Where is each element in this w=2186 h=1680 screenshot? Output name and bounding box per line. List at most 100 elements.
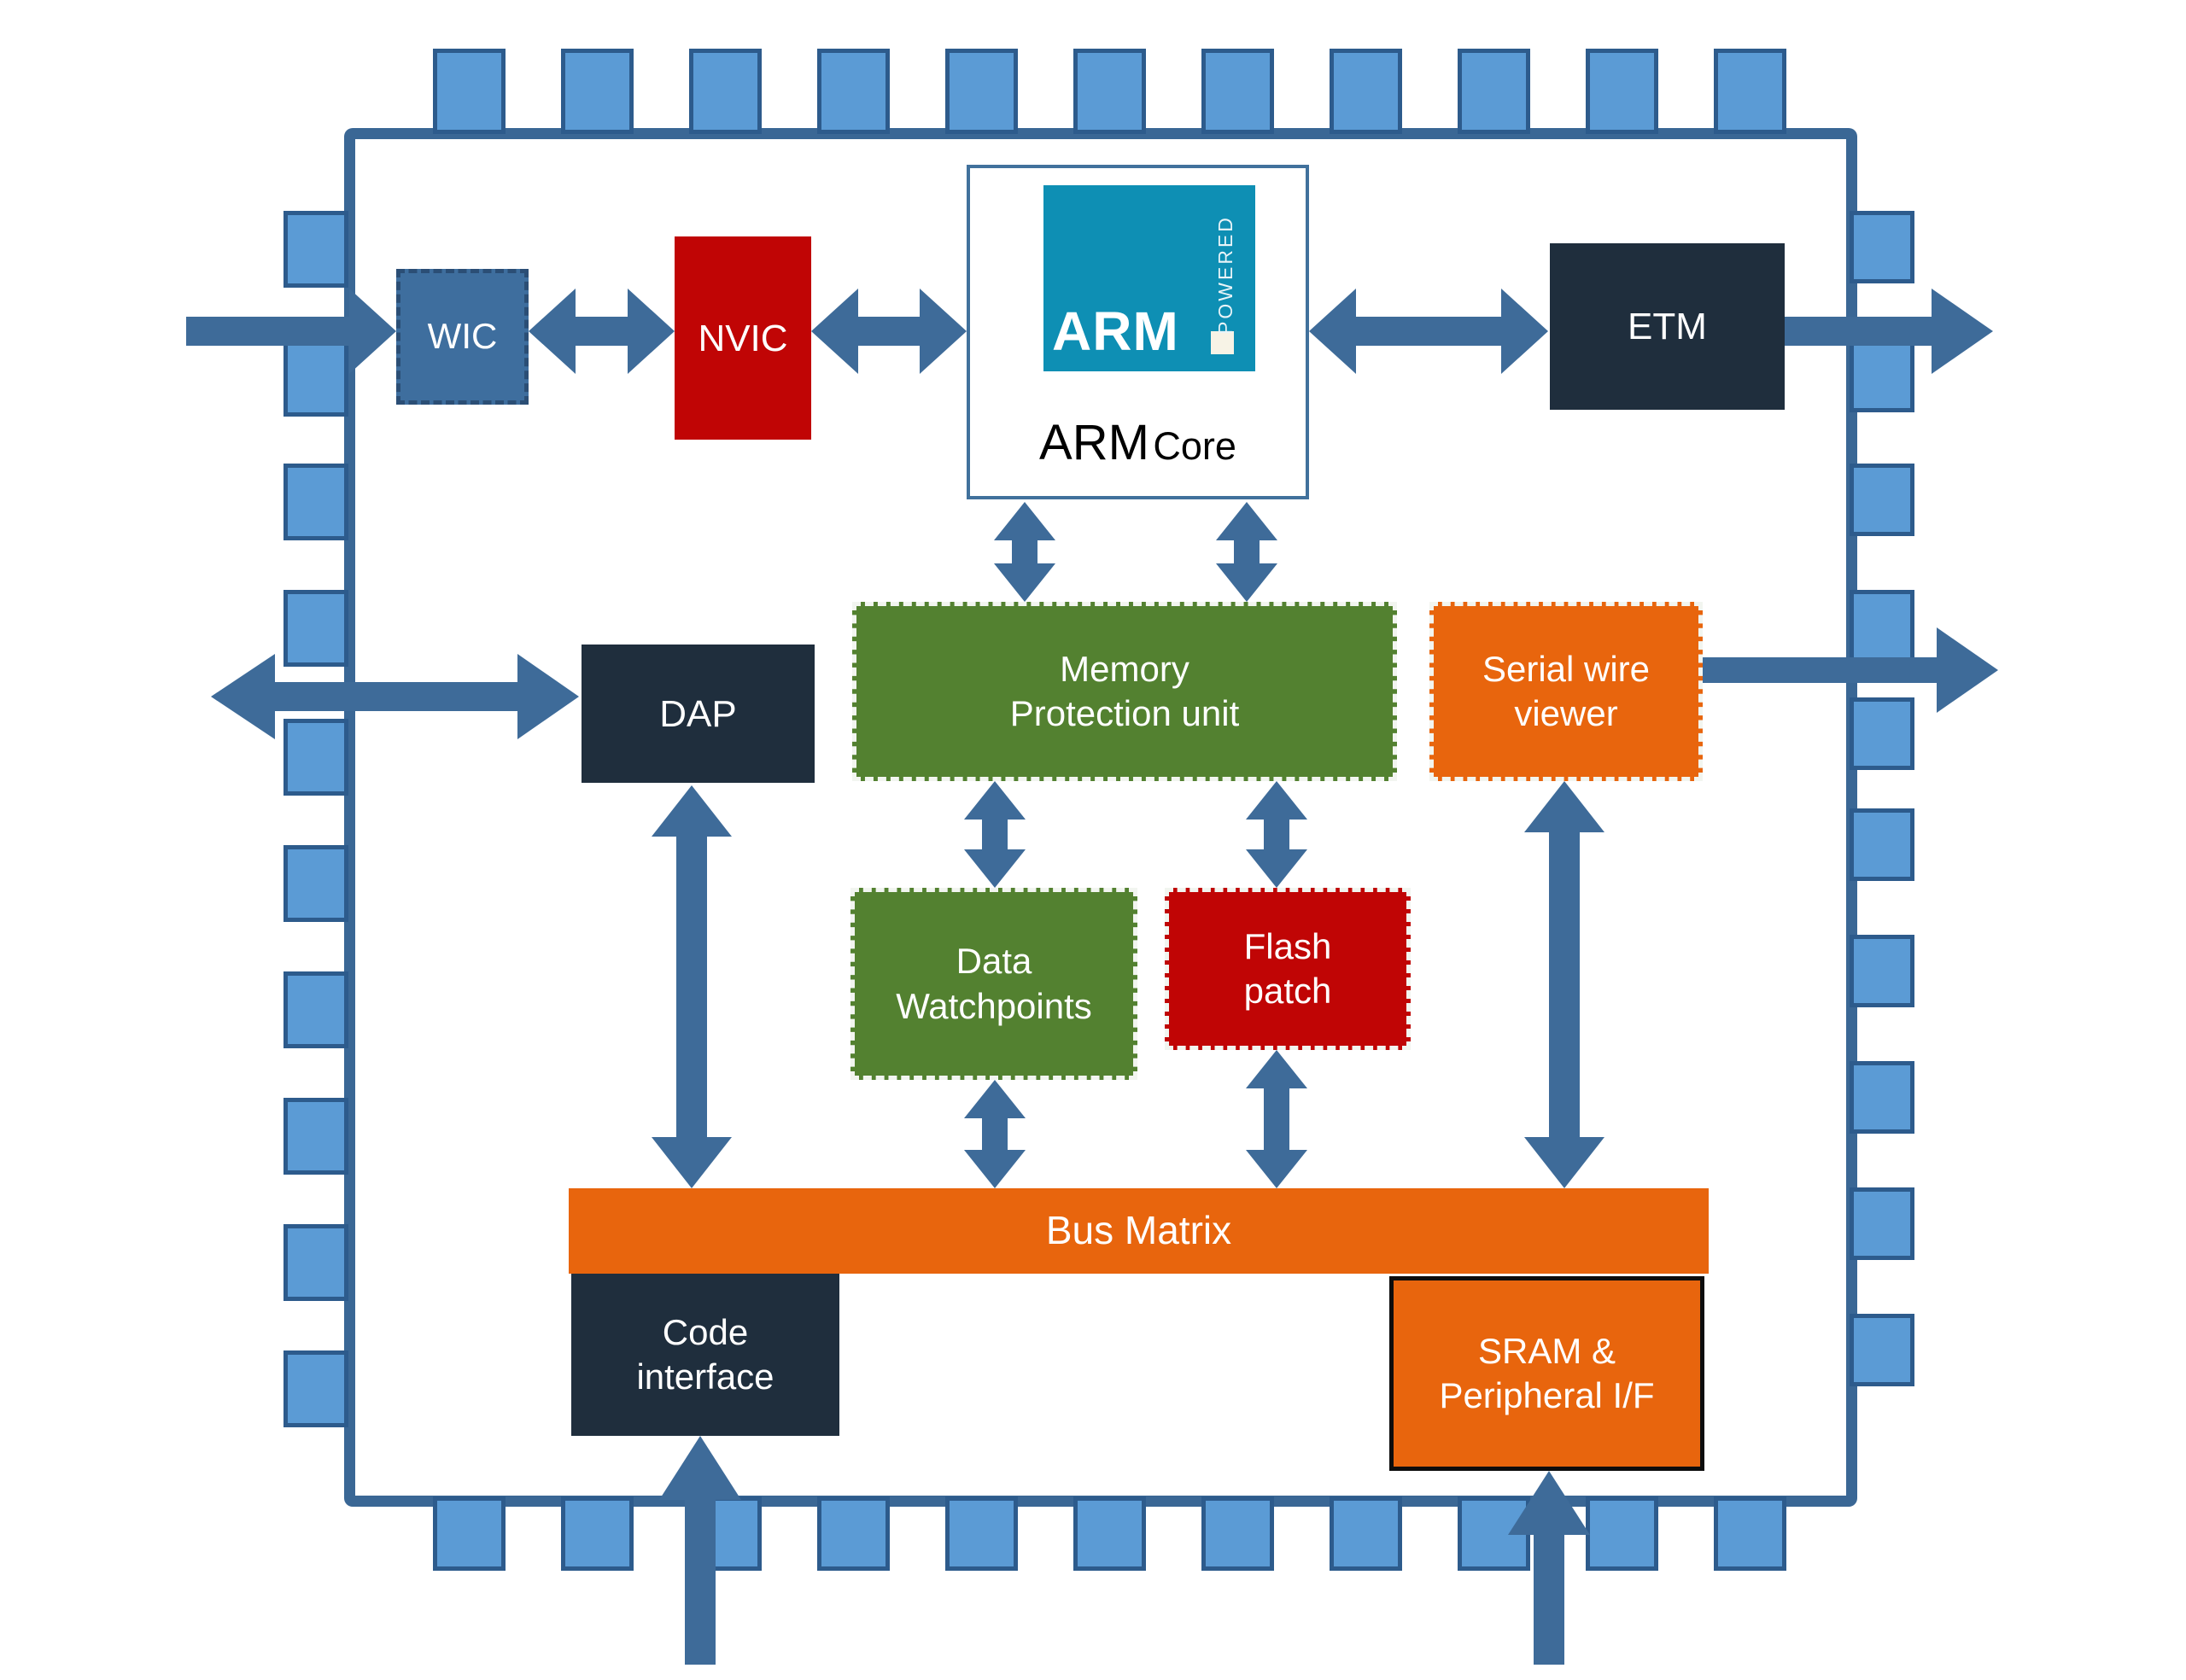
chip-pin-right <box>1850 211 1914 283</box>
arrowhead-into-dap <box>517 654 579 739</box>
chip-pin-left <box>283 211 348 288</box>
chip-pin-top <box>561 49 634 134</box>
chip-pin-bottom <box>1073 1496 1146 1571</box>
chip-pin-left <box>283 1224 348 1301</box>
block-arm-core: ARM POWERED ARM Core <box>967 165 1309 499</box>
arrowhead-up-dap-bus <box>652 785 732 837</box>
chip-pin-bottom <box>433 1496 506 1571</box>
chip-pin-left <box>283 340 348 417</box>
arrow-armcore-etm <box>1354 317 1503 346</box>
chip-pin-bottom <box>561 1496 634 1571</box>
sram-line1: SRAM & <box>1477 1330 1616 1371</box>
arrowhead-etm-output <box>1932 289 1993 374</box>
chip-pin-right <box>1850 1187 1914 1260</box>
arrowhead-up-swv-bus <box>1524 781 1604 832</box>
arm-core-label-suffix: Core <box>1153 424 1236 468</box>
arrowhead-swv-output <box>1937 627 1998 713</box>
arrowhead-down-dw-bus <box>964 1150 1026 1188</box>
chip-pin-left <box>283 971 348 1048</box>
block-flash-patch: Flash patch <box>1165 888 1411 1050</box>
mpu-label-line2: Protection unit <box>1009 693 1240 733</box>
arrowhead-into-sram <box>1508 1471 1590 1535</box>
block-nvic: NVIC <box>675 236 811 440</box>
arrow-input-to-wic <box>186 317 351 346</box>
chip-pin-left <box>283 1350 348 1427</box>
block-data-watchpoints: Data Watchpoints <box>850 888 1137 1080</box>
sram-line2: Peripheral I/F <box>1439 1375 1655 1415</box>
arrow-dw-bus <box>982 1117 1008 1152</box>
chip-pin-top <box>817 49 890 134</box>
arrowhead-up-fp-bus <box>1246 1050 1307 1088</box>
arm-core-label: ARM Core <box>970 414 1306 471</box>
arm-logo-dot <box>1211 331 1234 354</box>
code-interface-line2: interface <box>636 1356 774 1397</box>
block-serial-wire-viewer: Serial wire viewer <box>1429 602 1703 781</box>
fp-label-line1: Flash <box>1243 925 1332 966</box>
arrowhead-up-armcore-mpu-2 <box>1216 502 1277 540</box>
arrowhead-armcore-side <box>920 289 967 374</box>
arrowhead-down-mpu-dw <box>964 849 1026 888</box>
chip-pin-right <box>1850 590 1914 662</box>
block-sram-peripheral: SRAM & Peripheral I/F <box>1389 1276 1704 1471</box>
arrow-mpu-fp <box>1264 818 1289 851</box>
chip-pin-top <box>945 49 1018 134</box>
arrow-swv-bus <box>1549 831 1580 1139</box>
chip-pin-left <box>283 845 348 922</box>
arrowhead-etm-side <box>1501 289 1548 374</box>
chip-pin-left <box>283 719 348 796</box>
chip-pin-top <box>1714 49 1786 134</box>
chip-pin-bottom <box>817 1496 890 1571</box>
code-interface-line1: Code <box>662 1311 749 1352</box>
chip-pin-right <box>1850 1061 1914 1134</box>
chip-pin-top <box>1330 49 1402 134</box>
dw-label-line1: Data <box>956 941 1032 981</box>
arrow-dap-bus <box>676 835 707 1139</box>
arrow-swv-output <box>1703 657 1938 683</box>
chip-pin-right <box>1850 1314 1914 1386</box>
dw-label-line2: Watchpoints <box>896 985 1092 1026</box>
arrowhead-nvic-side-2 <box>811 289 858 374</box>
wic-label: WIC <box>427 316 498 357</box>
chip-pin-bottom <box>1586 1496 1658 1571</box>
block-wic: WIC <box>396 269 529 405</box>
block-bus-matrix: Bus Matrix <box>569 1188 1709 1274</box>
chip-pin-right <box>1850 464 1914 536</box>
arrowhead-down-swv-bus <box>1524 1137 1604 1188</box>
fp-label-line2: patch <box>1243 971 1332 1011</box>
chip-pin-bottom <box>1201 1496 1274 1571</box>
chip-pin-right <box>1850 340 1914 412</box>
arrow-mpu-dw <box>982 818 1008 851</box>
chip-pin-left <box>283 1098 348 1175</box>
arrowhead-wic-side <box>529 289 576 374</box>
arrowhead-armcore-side-2 <box>1309 289 1356 374</box>
chip-pin-top <box>1458 49 1530 134</box>
chip-pin-top <box>689 49 762 134</box>
dap-label: DAP <box>659 692 737 735</box>
chip-pin-left <box>283 464 348 540</box>
arrowhead-down-armcore-mpu-1 <box>994 563 1055 602</box>
chip-pin-bottom <box>945 1496 1018 1571</box>
arrowhead-down-dap-bus <box>652 1137 732 1188</box>
nvic-label: NVIC <box>698 317 788 359</box>
etm-label: ETM <box>1628 306 1707 347</box>
chip-pin-right <box>1850 808 1914 881</box>
arm-logo-powered-text: POWERED <box>1214 215 1236 335</box>
swv-label-line1: Serial wire <box>1482 648 1651 689</box>
bus-matrix-label: Bus Matrix <box>1045 1208 1232 1253</box>
arrow-nvic-armcore <box>856 317 921 346</box>
arrowhead-nvic-side <box>628 289 675 374</box>
arrowhead-up-mpu-fp <box>1246 781 1307 820</box>
arrowhead-down-fp-bus <box>1246 1150 1307 1188</box>
arrow-external-dap <box>273 682 519 711</box>
chip-pin-top <box>1201 49 1274 134</box>
arrow-input-code-interface <box>685 1498 716 1665</box>
chip-pin-left <box>283 590 348 667</box>
chip-pin-top <box>1586 49 1658 134</box>
block-dap: DAP <box>582 645 815 783</box>
arrowhead-up-armcore-mpu-1 <box>994 502 1055 540</box>
chip-pin-bottom <box>1714 1496 1786 1571</box>
mpu-label-line1: Memory <box>1060 648 1189 689</box>
block-code-interface: Code interface <box>571 1274 839 1436</box>
arrowhead-down-mpu-fp <box>1246 849 1307 888</box>
arrow-armcore-mpu-1 <box>1012 539 1037 565</box>
